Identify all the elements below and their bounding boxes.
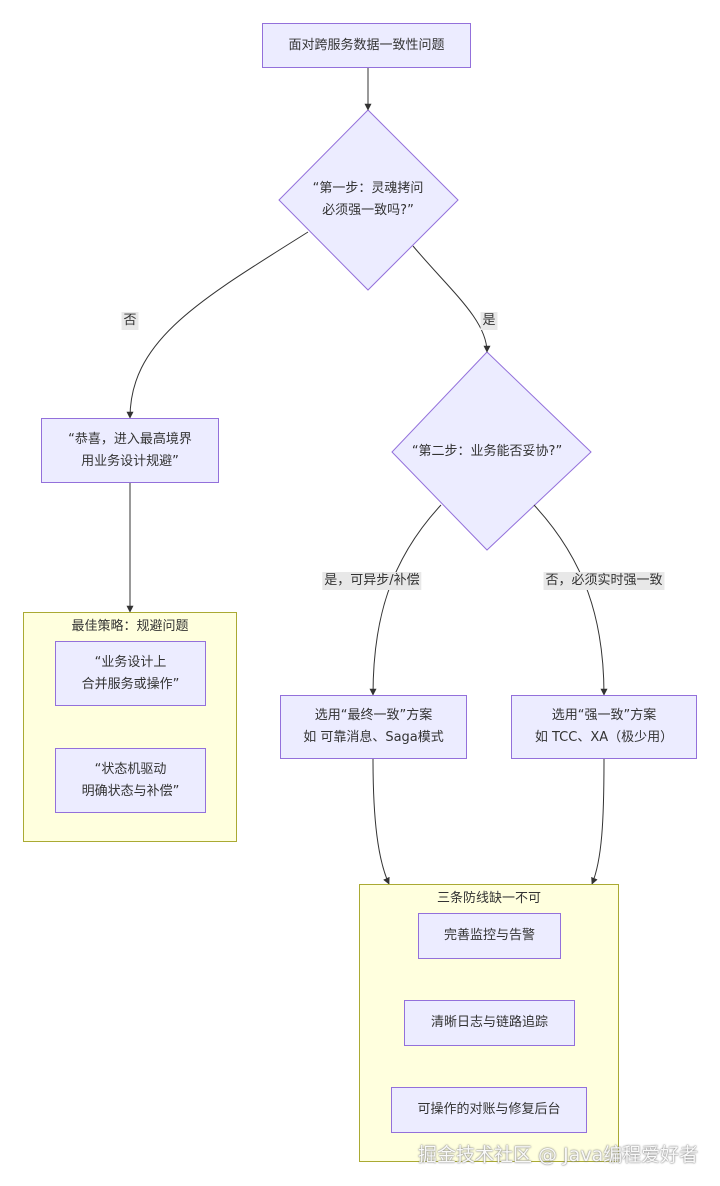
step1-label: “第一步：灵魂拷问 必须强一致吗?” [312, 181, 424, 218]
watermark: 掘金技术社区 @ Java编程爱好者 [418, 1144, 699, 1166]
edge-step2-eventual [369, 504, 442, 696]
step2-label: “第二步：业务能否妥协?” [411, 444, 563, 459]
avoid-node: “恭喜，进入最高境界 用业务设计规避” [41, 418, 219, 483]
defense-item-label: 可操作的对账与修复后台 [417, 1102, 561, 1117]
defense-item-label: 完善监控与告警 [443, 928, 535, 943]
best-item: “业务设计上 合并服务或操作” [55, 641, 206, 706]
edge-strong-defense [591, 758, 605, 885]
edge-label-yes: 是 [480, 312, 498, 330]
defense-item-label: 清晰日志与链路追踪 [430, 1015, 548, 1030]
avoid-label: “恭喜，进入最高境界 用业务设计规避” [68, 431, 192, 469]
defense-item: 可操作的对账与修复后台 [391, 1087, 587, 1133]
defense-item: 清晰日志与链路追踪 [404, 1000, 575, 1046]
strong-node: 选用“强一致”方案 如 TCC、XA（极少用） [511, 695, 697, 759]
edge-step2-strong [533, 504, 608, 696]
edge-step1-avoid [126, 231, 309, 419]
edge-label-realtime: 否，必须实时强一致 [543, 572, 665, 590]
strong-label: 选用“强一致”方案 如 TCC、XA（极少用） [534, 708, 674, 745]
best-item: “状态机驱动 明确状态与补偿” [55, 748, 206, 813]
cluster-defense-title: 三条防线缺一不可 [436, 891, 541, 906]
edge-label-no: 否 [121, 312, 139, 330]
best-item-label: “状态机驱动 明确状态与补偿” [81, 761, 180, 799]
best-item-label: “业务设计上 合并服务或操作” [81, 654, 180, 692]
edge-eventual-defense [372, 758, 390, 885]
edge-label-async: 是，可异步/补偿 [322, 572, 422, 590]
edge-step1-step2 [412, 245, 491, 353]
defense-item: 完善监控与告警 [418, 913, 561, 959]
start-node: 面对跨服务数据一致性问题 [262, 23, 471, 68]
decision-diamond-step1 [278, 109, 459, 291]
decision-diamond-step2 [391, 351, 592, 551]
eventual-node: 选用“最终一致”方案 如 可靠消息、Saga模式 [280, 695, 467, 759]
start-label: 面对跨服务数据一致性问题 [288, 37, 445, 53]
eventual-label: 选用“最终一致”方案 如 可靠消息、Saga模式 [303, 708, 444, 745]
cluster-best-title: 最佳策略：规避问题 [71, 619, 189, 634]
